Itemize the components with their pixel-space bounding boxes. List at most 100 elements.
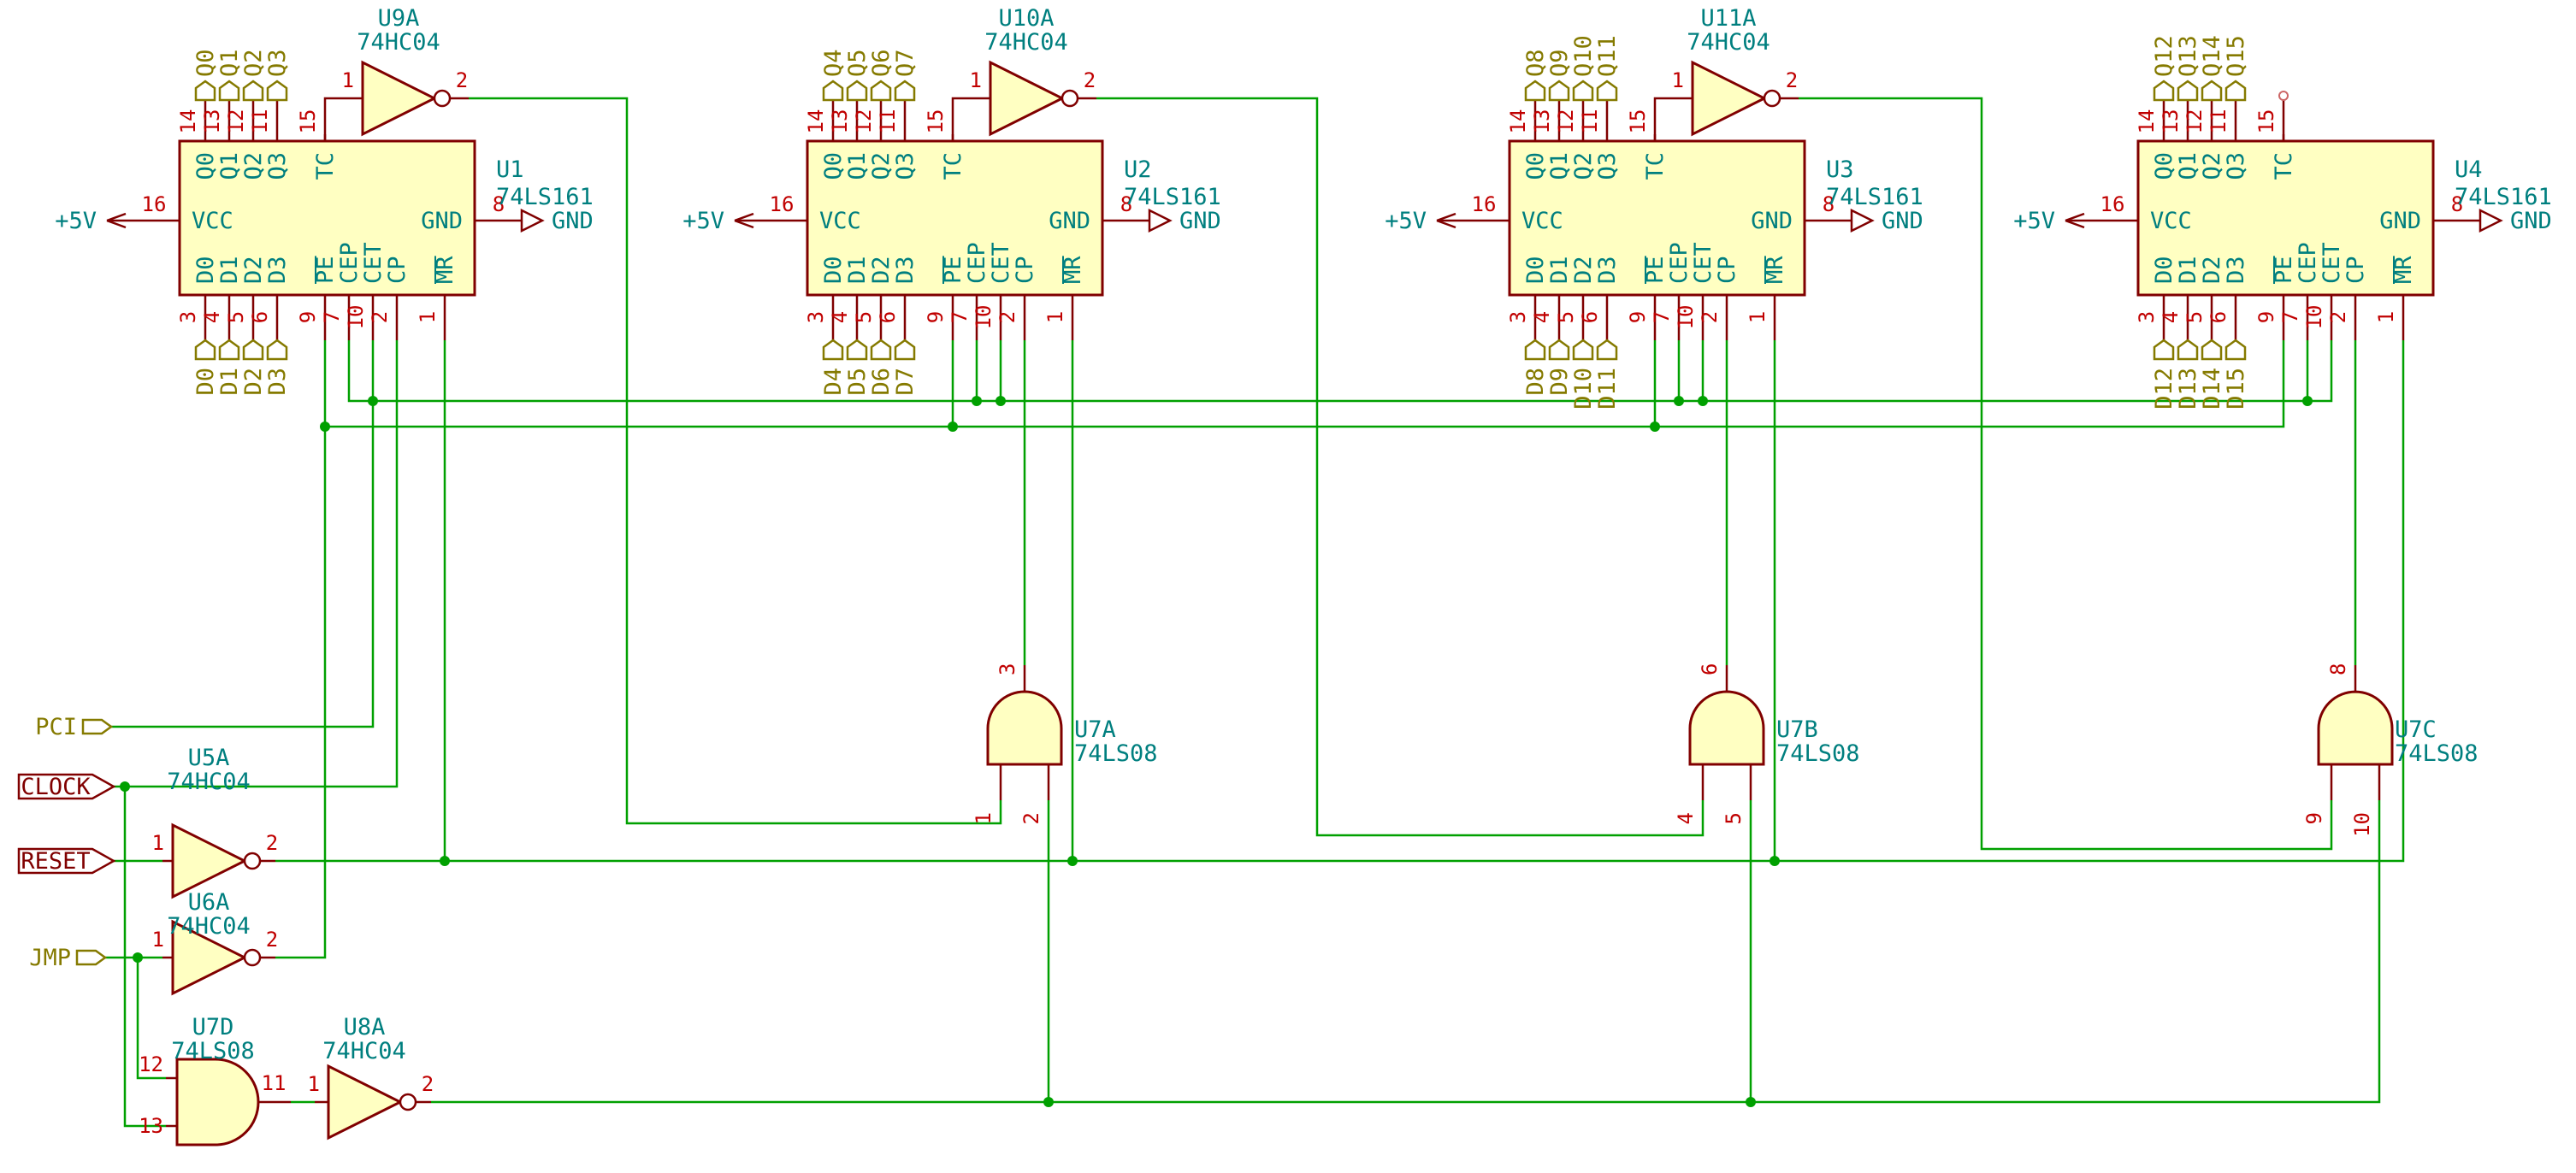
- power-flag-5v-U2[interactable]: +5V: [682, 208, 754, 234]
- hier-label-D11[interactable]: D11: [1594, 339, 1621, 410]
- hier-label-D7[interactable]: D7: [892, 339, 919, 396]
- hier-label-Q6[interactable]: Q6: [868, 49, 895, 102]
- gate-ref: U7A: [1074, 716, 1116, 743]
- hier-label-Q4[interactable]: Q4: [820, 49, 847, 102]
- pin-name: D1: [216, 256, 243, 284]
- pin-number: 8: [493, 192, 505, 216]
- ic-U4[interactable]: 14Q013Q112Q211Q315TC3D04D15D26D39PE7CEP1…: [2065, 100, 2552, 340]
- hier-label-D13[interactable]: D13: [2175, 339, 2201, 410]
- wire: [114, 340, 399, 788]
- hier-label-D15[interactable]: D15: [2223, 339, 2249, 410]
- hier-label-Q12[interactable]: Q12: [2151, 35, 2177, 102]
- hier-label-D4[interactable]: D4: [820, 339, 847, 396]
- power-flag-5v-U4[interactable]: +5V: [2013, 208, 2085, 234]
- inverter-body[interactable]: [989, 60, 1066, 137]
- hier-label-D10[interactable]: D10: [1570, 339, 1597, 410]
- pin-name: Q2: [868, 152, 895, 180]
- hier-label-text: D10: [1570, 368, 1597, 410]
- and-gate-body[interactable]: [986, 690, 1063, 766]
- gate-ref: U8A: [344, 1014, 386, 1040]
- power-flag-gnd-U4[interactable]: GND: [2479, 208, 2552, 234]
- hier-label-D2[interactable]: D2: [240, 339, 267, 396]
- hier-label-D3[interactable]: D3: [264, 339, 291, 396]
- junction-dots: [120, 396, 2313, 1107]
- ic-value: 74LS161: [496, 184, 594, 210]
- power-flag-gnd-U3[interactable]: GND: [1850, 208, 1923, 234]
- hier-label-text: Q0: [192, 49, 219, 77]
- ic-body-U2[interactable]: [806, 139, 1104, 297]
- inverter-body[interactable]: [361, 60, 438, 137]
- pin-number: 10: [2350, 812, 2374, 837]
- hier-label-Q13[interactable]: Q13: [2175, 35, 2201, 102]
- inverter-body[interactable]: [327, 1064, 404, 1141]
- global-label-RESET[interactable]: RESET: [17, 847, 116, 875]
- power-flag-5v-U1[interactable]: +5V: [55, 208, 127, 234]
- hier-label-glyph: [2177, 80, 2199, 102]
- pin-name: MR: [1762, 256, 1788, 284]
- hier-label-PCI[interactable]: PCI: [35, 714, 114, 740]
- hier-label-Q11[interactable]: Q11: [1594, 35, 1621, 102]
- pin-name: PE: [2271, 256, 2297, 284]
- inverter-bubble-icon: [243, 852, 262, 870]
- hier-label-Q7[interactable]: Q7: [892, 49, 919, 102]
- hier-label-Q3[interactable]: Q3: [264, 49, 291, 102]
- ic-U1[interactable]: 14Q013Q112Q211Q315TC3D04D15D26D39PE7CEP1…: [107, 100, 594, 340]
- hier-label-Q10[interactable]: Q10: [1570, 35, 1597, 102]
- hier-label-D9[interactable]: D9: [1546, 339, 1573, 396]
- and-gate-body[interactable]: [2317, 690, 2394, 766]
- hier-label-text: Q13: [2175, 35, 2201, 77]
- hier-label-Q2[interactable]: Q2: [240, 49, 267, 102]
- hier-label-D6[interactable]: D6: [868, 339, 895, 396]
- power-flag-gnd-U1[interactable]: GND: [520, 208, 594, 234]
- inverter-body[interactable]: [171, 919, 248, 996]
- hier-label-Q14[interactable]: Q14: [2199, 35, 2225, 102]
- ic-U3[interactable]: 14Q013Q112Q211Q315TC3D04D15D26D39PE7CEP1…: [1437, 100, 1923, 340]
- hier-label-glyph: [846, 80, 868, 102]
- pin-name: D2: [2199, 256, 2225, 284]
- pin-number: 5: [1722, 812, 1746, 824]
- global-label-CLOCK[interactable]: CLOCK: [17, 773, 116, 800]
- hier-label-glyph: [1524, 80, 1546, 102]
- ic-body-U3[interactable]: [1508, 139, 1806, 297]
- hier-label-Q9[interactable]: Q9: [1546, 49, 1573, 102]
- pin-name: CEP: [1666, 242, 1693, 284]
- hier-label-D14[interactable]: D14: [2199, 339, 2225, 410]
- pin-name: Q1: [216, 152, 243, 180]
- inverter-body[interactable]: [1691, 60, 1768, 137]
- gate-value: 74HC04: [167, 913, 251, 940]
- inverter-body[interactable]: [171, 822, 248, 899]
- pin-name: CEP: [2295, 242, 2321, 284]
- pin-number: 1: [2374, 311, 2398, 323]
- hier-label-D1[interactable]: D1: [216, 339, 243, 396]
- hier-label-D12[interactable]: D12: [2151, 339, 2177, 410]
- hier-label-JMP[interactable]: JMP: [29, 945, 108, 971]
- hier-label-Q1[interactable]: Q1: [216, 49, 243, 102]
- hier-label-D5[interactable]: D5: [844, 339, 871, 396]
- global-label-glyph: [17, 773, 116, 800]
- ic-U2[interactable]: 14Q013Q112Q211Q315TC3D04D15D26D39PE7CEP1…: [735, 100, 1221, 340]
- hier-label-Q8[interactable]: Q8: [1522, 49, 1549, 102]
- power-flag-5v-U3[interactable]: +5V: [1385, 208, 1456, 234]
- pin-name: VCC: [1521, 208, 1563, 234]
- ic-body-U4[interactable]: [2136, 139, 2435, 297]
- hier-label-D0[interactable]: D0: [192, 339, 219, 396]
- hier-label-D8[interactable]: D8: [1522, 339, 1549, 396]
- ic-body-U1[interactable]: [178, 139, 476, 297]
- and-gate-body[interactable]: [1688, 690, 1765, 766]
- hier-label-Q0[interactable]: Q0: [192, 49, 219, 102]
- and-gate-body[interactable]: [175, 1058, 260, 1146]
- hier-label-Q5[interactable]: Q5: [844, 49, 871, 102]
- hier-label-Q15[interactable]: Q15: [2223, 35, 2249, 102]
- power-flag-gnd-U2[interactable]: GND: [1148, 208, 1221, 234]
- hier-label-glyph: [870, 339, 892, 361]
